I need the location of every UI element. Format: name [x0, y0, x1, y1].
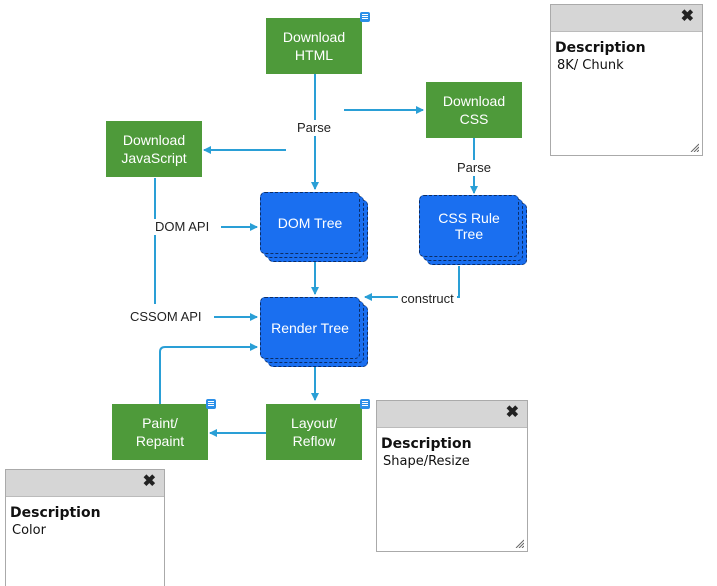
node-layout-reflow-label: Layout/ Reflow: [291, 415, 337, 449]
edge-paint-to-render: [159, 343, 258, 404]
panel-body: Color: [12, 523, 46, 538]
edge-label-dom-api: DOM API: [152, 219, 213, 235]
resize-grip-icon[interactable]: [514, 538, 524, 548]
node-download-css-label: Download CSS: [442, 93, 506, 127]
note-icon[interactable]: [360, 12, 370, 22]
stack-layer: CSS Rule Tree: [419, 195, 519, 257]
edge-label-cssom-api: CSSOM API: [127, 309, 205, 325]
resize-grip-icon[interactable]: [689, 142, 699, 152]
panel-body: Shape/Resize: [383, 454, 470, 469]
edge-label-construct: construct: [398, 291, 457, 307]
node-download-html-label: Download HTML: [282, 29, 346, 63]
panel-body: 8K/ Chunk: [557, 58, 624, 73]
panel-title: Description: [381, 436, 472, 452]
panel-header[interactable]: ✖: [551, 5, 702, 32]
node-download-html[interactable]: Download HTML: [266, 18, 362, 74]
node-css-rule-tree[interactable]: CSS Rule Tree: [419, 195, 529, 267]
description-panel-paint[interactable]: ✖ Description Color: [5, 469, 165, 586]
node-render-tree[interactable]: Render Tree: [260, 297, 370, 369]
edge-label-parse-html: Parse: [294, 120, 334, 136]
description-panel-html[interactable]: ✖ Description 8K/ Chunk: [550, 4, 703, 156]
node-paint-repaint-label: Paint/ Repaint: [135, 415, 185, 449]
node-layout-reflow[interactable]: Layout/ Reflow: [266, 404, 362, 460]
panel-title: Description: [555, 40, 646, 56]
node-paint-repaint[interactable]: Paint/ Repaint: [112, 404, 208, 460]
node-dom-tree[interactable]: DOM Tree: [260, 192, 370, 264]
close-icon[interactable]: ✖: [505, 404, 519, 421]
node-render-tree-label: Render Tree: [271, 320, 349, 336]
description-panel-layout[interactable]: ✖ Description Shape/Resize: [376, 400, 528, 552]
panel-header[interactable]: ✖: [377, 401, 527, 428]
node-download-javascript[interactable]: Download JavaScript: [106, 121, 202, 177]
stack-layer: Render Tree: [260, 297, 360, 359]
node-download-javascript-label: Download JavaScript: [121, 132, 187, 166]
node-download-css[interactable]: Download CSS: [426, 82, 522, 138]
node-css-rule-tree-label: CSS Rule Tree: [438, 210, 500, 242]
edge-label-parse-css: Parse: [454, 160, 494, 176]
panel-header[interactable]: ✖: [6, 470, 164, 497]
note-icon[interactable]: [206, 399, 216, 409]
close-icon[interactable]: ✖: [680, 8, 694, 25]
stack-layer: DOM Tree: [260, 192, 360, 254]
close-icon[interactable]: ✖: [142, 473, 156, 490]
panel-title: Description: [10, 505, 101, 521]
note-icon[interactable]: [360, 399, 370, 409]
node-dom-tree-label: DOM Tree: [277, 215, 343, 231]
